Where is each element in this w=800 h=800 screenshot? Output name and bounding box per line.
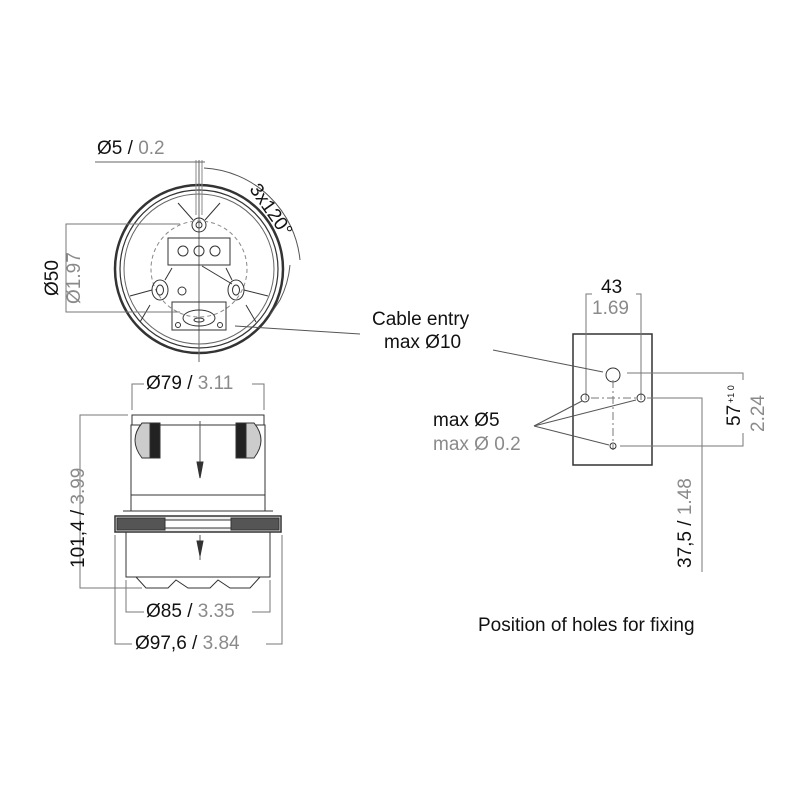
fixing-caption: Position of holes for fixing bbox=[478, 615, 695, 636]
cable-entry-line2: max Ø10 bbox=[384, 332, 462, 353]
spacing-tolerance: +1 0 bbox=[726, 385, 736, 403]
hole-max-mm-label: max Ø5 bbox=[433, 410, 500, 431]
height-label: 101,4 / 3.99 bbox=[68, 467, 89, 568]
bolt-circle-mm-label: Ø50 bbox=[42, 260, 63, 296]
fixing-view-drawing bbox=[492, 293, 744, 572]
cable-entry-line1: Cable entry bbox=[372, 309, 470, 330]
base-diameter-label: Ø85 / 3.35 bbox=[146, 601, 235, 622]
offset-label: 37,5 / 1.48 bbox=[675, 478, 696, 568]
hole-diameter-label: Ø5 / 0.2 bbox=[97, 138, 165, 159]
width-mm-label: 43 bbox=[601, 277, 623, 298]
top-diameter-label: Ø79 / 3.11 bbox=[146, 373, 234, 394]
width-in-label: 1.69 bbox=[592, 298, 629, 319]
flange-diameter-label: Ø97,6 / 3.84 bbox=[135, 633, 240, 654]
hole-max-in-label: max Ø 0.2 bbox=[433, 434, 521, 455]
spacing-in-label: 2.24 bbox=[748, 395, 769, 432]
spacing-mm-label: 57 bbox=[724, 404, 745, 426]
bolt-circle-in-label: Ø1.97 bbox=[64, 252, 85, 304]
top-view-drawing bbox=[65, 160, 361, 362]
side-view-drawing bbox=[79, 383, 283, 645]
